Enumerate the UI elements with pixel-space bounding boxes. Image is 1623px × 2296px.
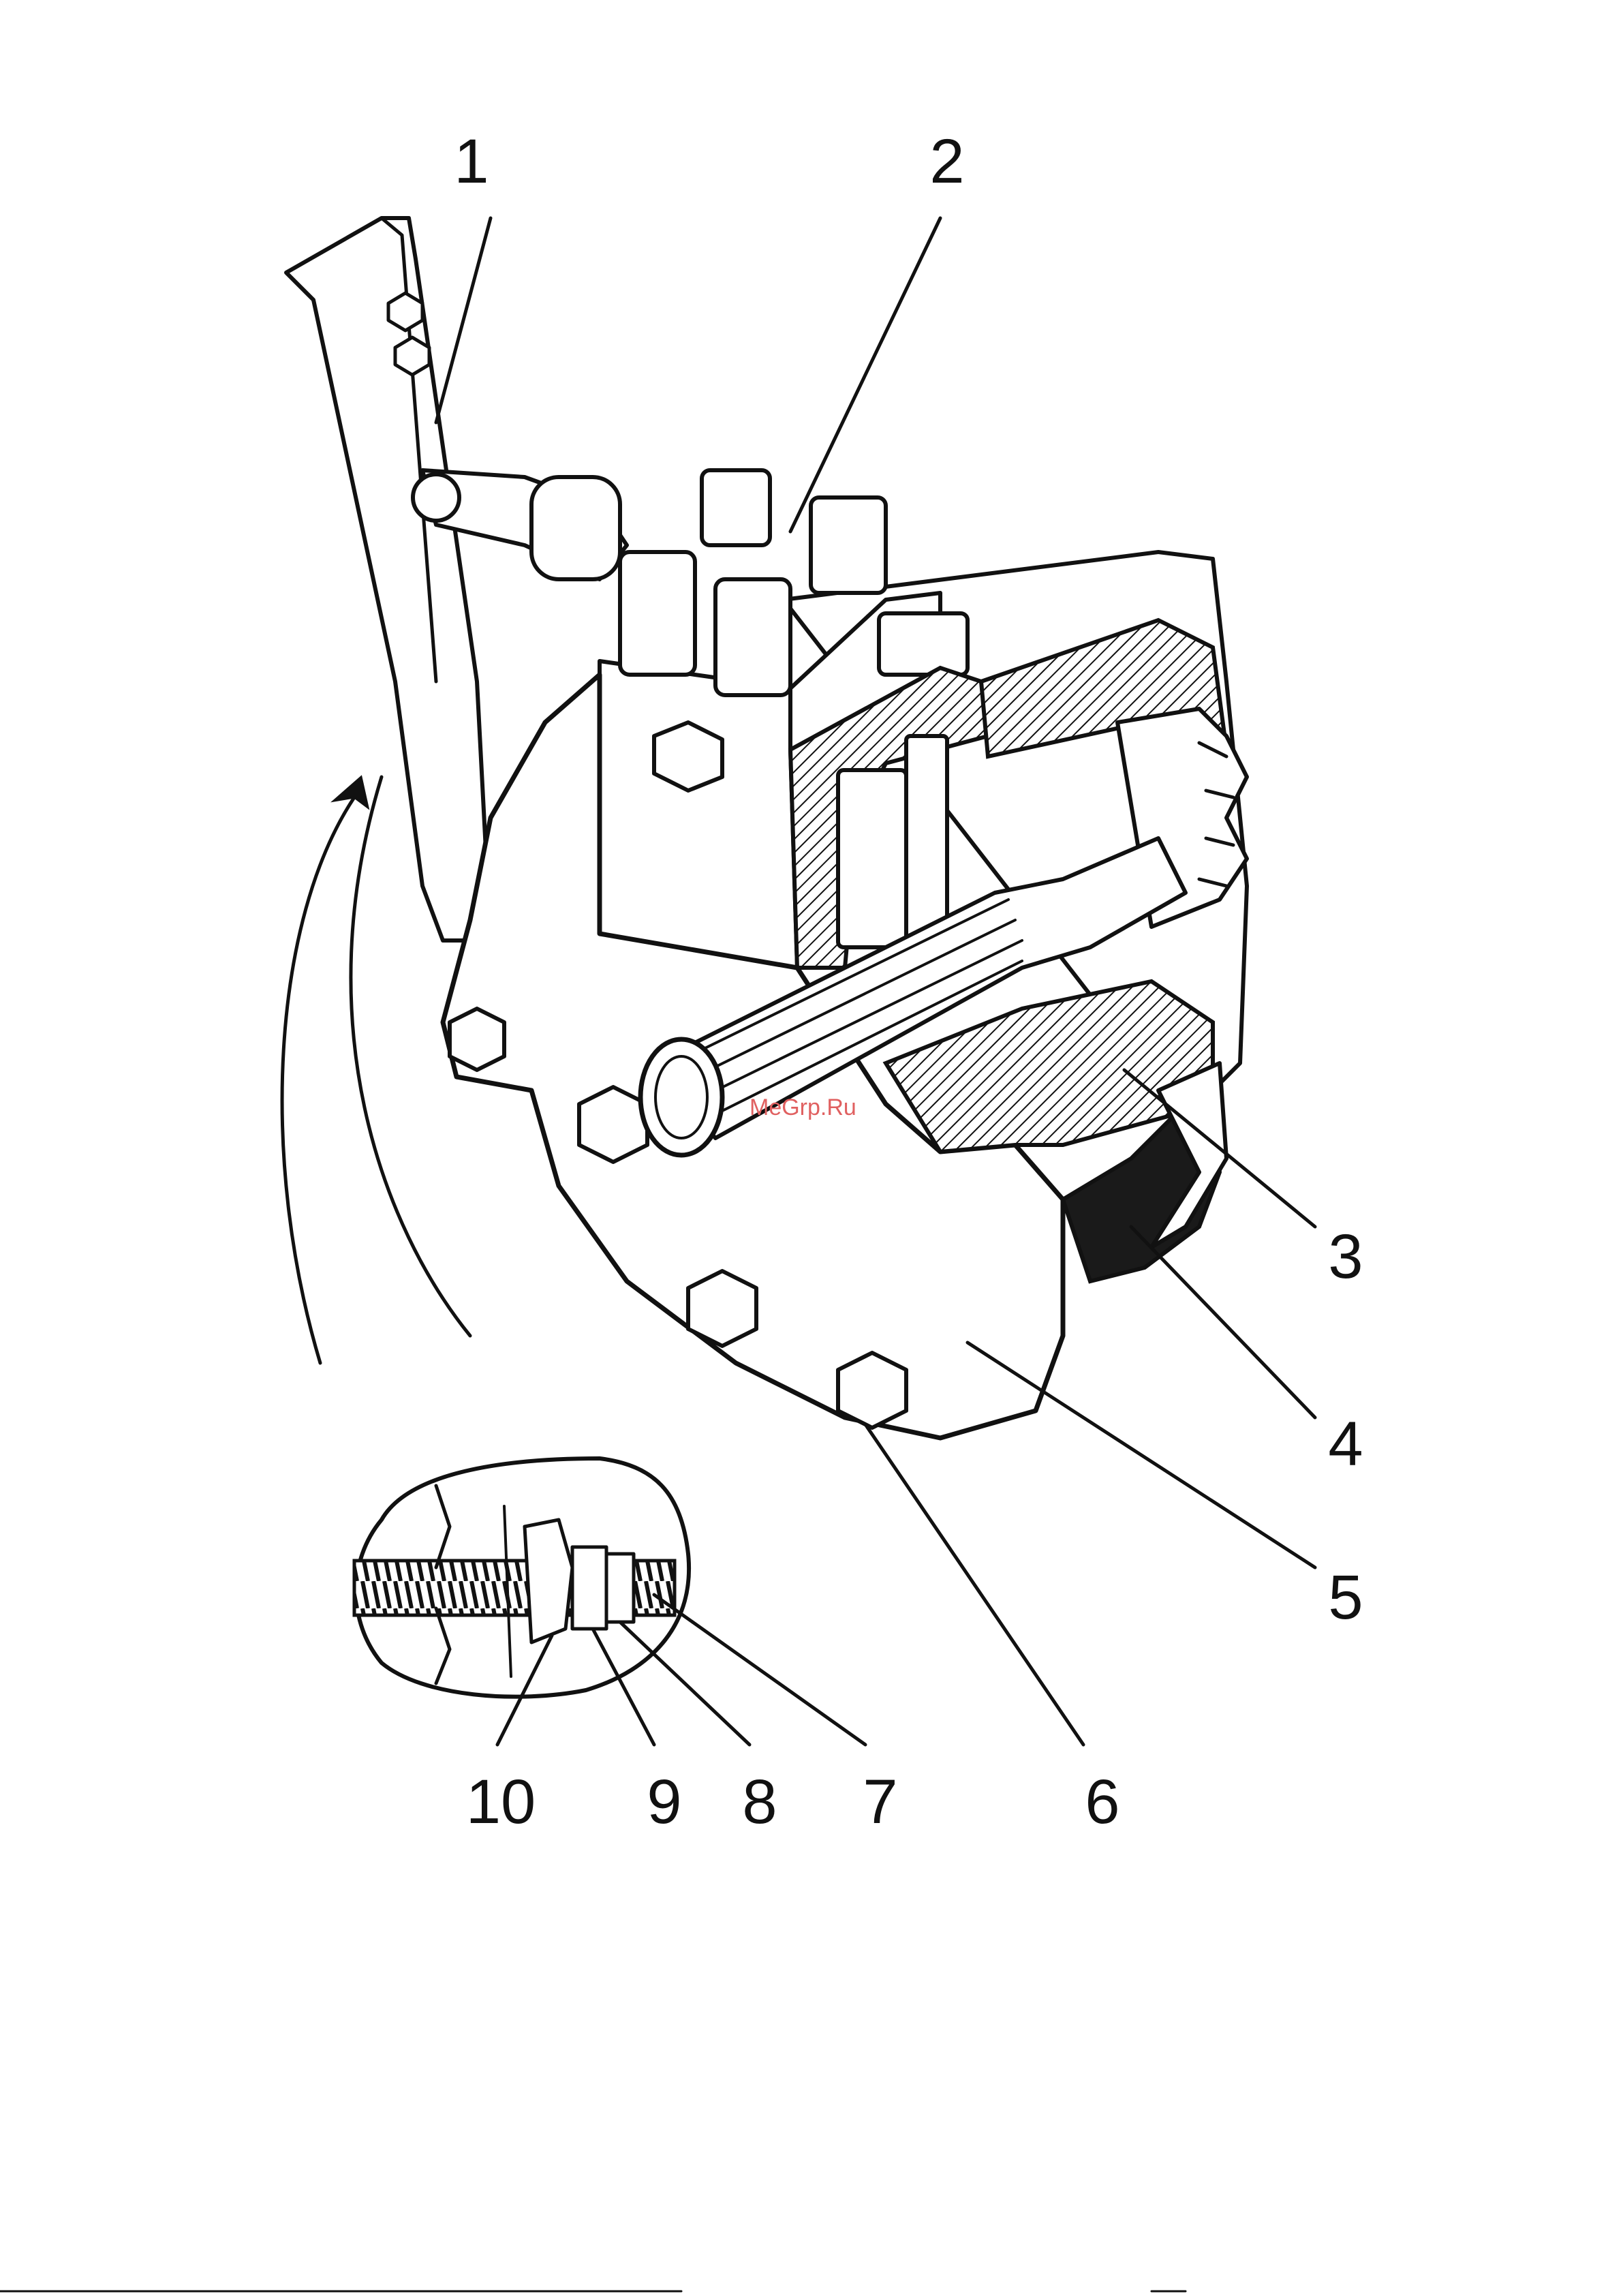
plug-center bbox=[715, 579, 790, 695]
leader-7 bbox=[654, 1595, 865, 1745]
leader-8 bbox=[620, 1622, 749, 1745]
callout-10: 10 bbox=[466, 1767, 536, 1837]
callout-1: 1 bbox=[454, 127, 489, 196]
plug-left bbox=[620, 552, 695, 675]
callout-8: 8 bbox=[742, 1767, 777, 1837]
callout-5: 5 bbox=[1328, 1563, 1363, 1632]
callout-7: 7 bbox=[863, 1767, 897, 1837]
leader-6 bbox=[865, 1424, 1083, 1745]
leader-1 bbox=[436, 218, 491, 423]
cover-bolt bbox=[838, 1353, 906, 1428]
leader-5 bbox=[968, 1343, 1315, 1567]
cover-bolt bbox=[579, 1087, 647, 1162]
inset-detail bbox=[354, 1458, 689, 1697]
callout-4: 4 bbox=[1328, 1409, 1363, 1479]
watermark-text: MeGrp.Ru bbox=[749, 1095, 856, 1120]
leader-2 bbox=[790, 218, 940, 532]
cover-bolt bbox=[654, 722, 722, 791]
fitting-nut bbox=[879, 613, 968, 675]
cover-bolt bbox=[688, 1271, 756, 1346]
cover-bolt bbox=[450, 1009, 504, 1070]
mounting-bracket bbox=[286, 218, 491, 940]
callout-2: 2 bbox=[929, 127, 964, 196]
callout-9: 9 bbox=[647, 1767, 681, 1837]
leader-4 bbox=[1131, 1227, 1315, 1418]
plug-rear bbox=[702, 470, 770, 545]
callout-6: 6 bbox=[1085, 1767, 1119, 1837]
callout-3: 3 bbox=[1328, 1222, 1363, 1291]
fitting-right bbox=[811, 498, 886, 593]
